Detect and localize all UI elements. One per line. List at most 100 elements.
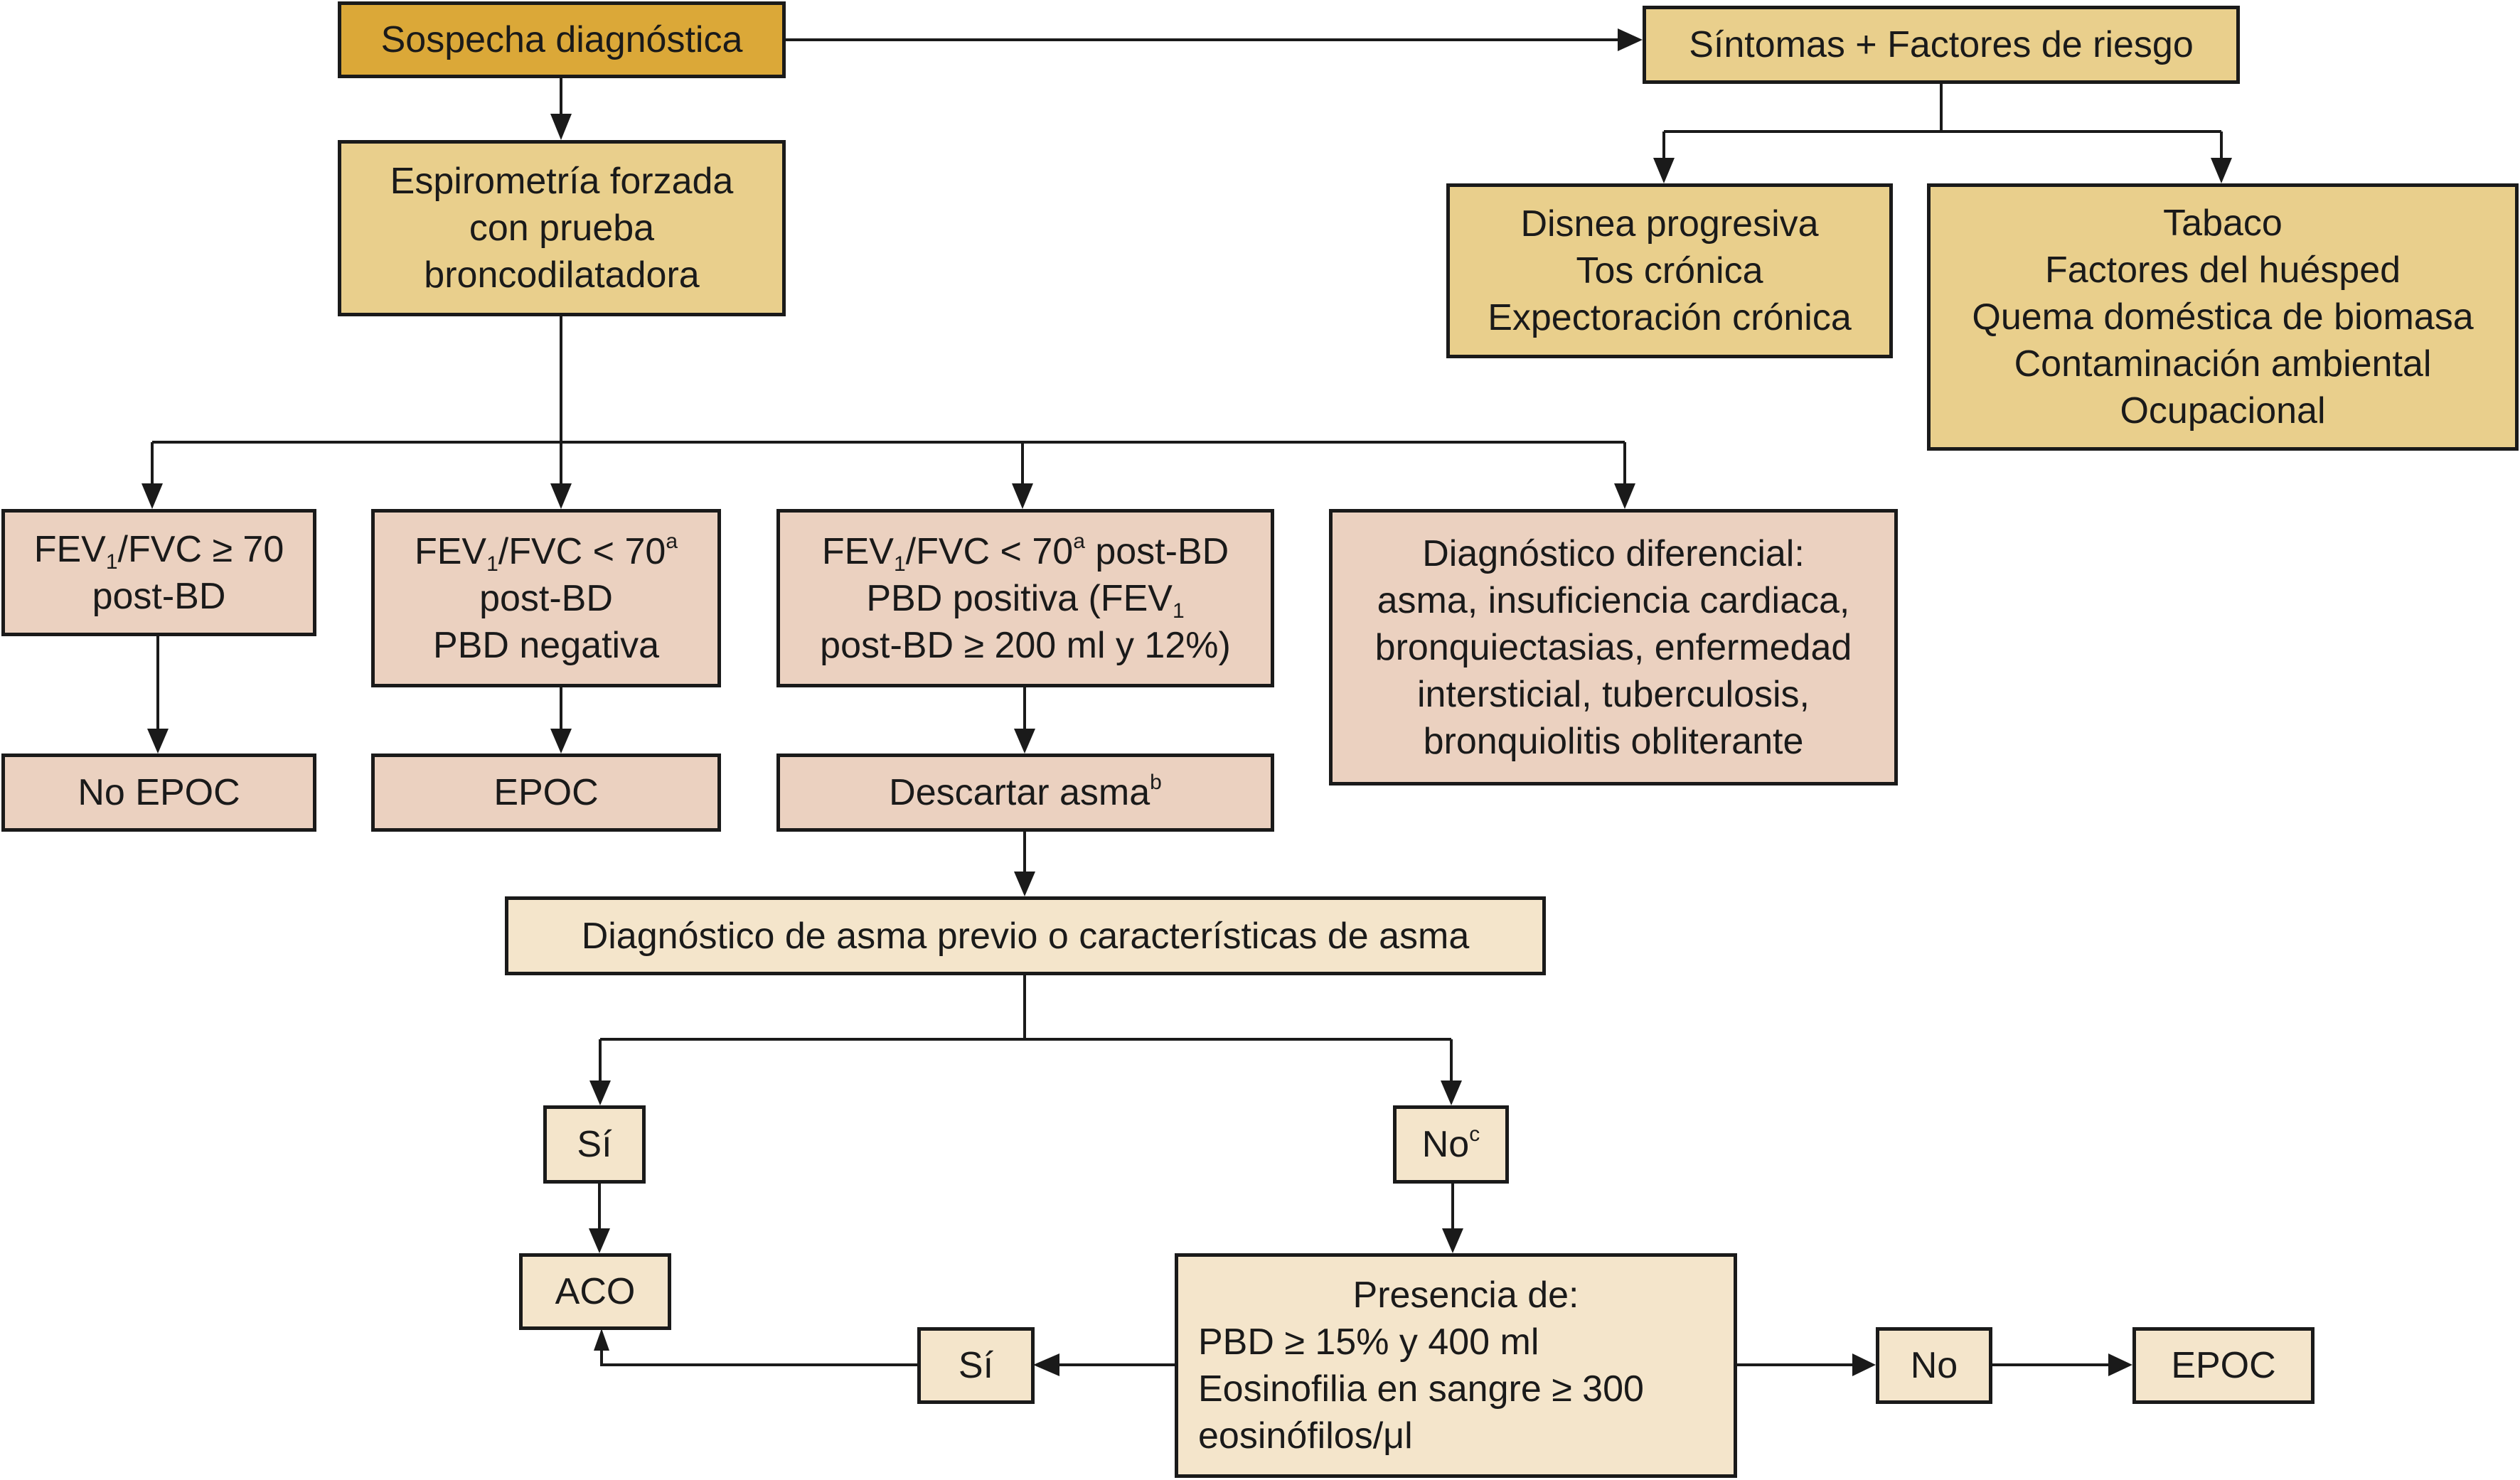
node-text: No: [1421, 1124, 1470, 1165]
node-no: Noc: [1393, 1105, 1509, 1184]
node-si: Sí: [543, 1105, 646, 1184]
node-no-epoc: No EPOC: [1, 754, 316, 832]
node-text: Diagnóstico de asma previo o característ…: [581, 915, 1470, 957]
node-text: Sí: [577, 1124, 612, 1165]
arrowhead-icon: [589, 1080, 611, 1105]
node-text: EPOC: [493, 772, 599, 813]
arrowhead-icon: [550, 483, 572, 509]
arrowhead-icon: [550, 114, 572, 140]
arrowhead-icon: [1442, 1228, 1463, 1253]
node-epoc-2: EPOC: [2132, 1327, 2315, 1404]
arrowhead-icon: [1441, 1080, 1462, 1105]
text-ratio: /FVC ≥ 70: [117, 528, 284, 570]
node-line: FEV1/FVC < 70a post-BD: [822, 528, 1229, 575]
arrowhead-icon: [589, 1228, 610, 1253]
text-fev: FEV: [821, 530, 894, 572]
arrowhead-icon: [1014, 729, 1035, 754]
arrowhead-icon: [1614, 483, 1635, 509]
arrowhead-icon: [550, 729, 572, 754]
node-line: Noc: [1422, 1121, 1480, 1168]
footnote-marker: a: [666, 529, 678, 553]
node-line: bronquiolitis obliterante: [1423, 720, 1804, 762]
footnote-marker: c: [1469, 1122, 1480, 1146]
node-line: broncodilatadora: [424, 254, 700, 296]
node-sintomas-list: Disnea progresiva Tos crónica Expectorac…: [1446, 183, 1893, 358]
node-line: Diagnóstico diferencial:: [1422, 532, 1805, 574]
node-text: Sí: [958, 1345, 994, 1386]
node-line: Disnea progresiva: [1520, 203, 1819, 245]
node-text: No EPOC: [78, 772, 240, 813]
arrowhead-icon: [2108, 1353, 2132, 1376]
arrowhead-icon: [1014, 872, 1035, 896]
arrowhead-icon: [1852, 1353, 1876, 1376]
node-sintomas-factores: Síntomas + Factores de riesgo: [1643, 6, 2240, 84]
node-text: Descartar asma: [889, 772, 1150, 813]
footnote-marker: b: [1150, 771, 1162, 794]
node-descartar-asma: Descartar asmab: [776, 754, 1274, 832]
subscript: 1: [486, 552, 498, 576]
text-pbd: PBD positiva (FEV: [866, 577, 1173, 619]
node-line: post-BD: [479, 577, 613, 619]
arrowhead-icon: [147, 729, 169, 754]
footnote-marker: a: [1073, 529, 1085, 553]
node-line: Contaminación ambiental: [2014, 343, 2432, 385]
node-line: eosinófilos/μl: [1198, 1415, 1413, 1457]
node-no-2: No: [1876, 1327, 1992, 1404]
node-espirometria: Espirometría forzada con prueba broncodi…: [338, 140, 786, 316]
node-fev-lt70-pbd-negativa: FEV1/FVC < 70a post-BD PBD negativa: [371, 509, 721, 687]
node-sospecha-diagnostica: Sospecha diagnóstica: [338, 1, 786, 78]
node-fev-ge70: FEV1/FVC ≥ 70 post-BD: [1, 509, 316, 636]
node-line: Factores del huésped: [2044, 250, 2401, 291]
node-line: PBD positiva (FEV1: [866, 575, 1184, 622]
node-epoc: EPOC: [371, 754, 721, 832]
node-title: Presencia de:: [1352, 1275, 1579, 1316]
node-si-2: Sí: [917, 1327, 1035, 1404]
arrowhead-icon: [594, 1329, 609, 1351]
subscript: 1: [105, 549, 118, 574]
node-line: PBD ≥ 15% y 400 ml: [1198, 1321, 1539, 1363]
text-fev: FEV: [33, 528, 106, 570]
node-line: Espirometría forzada: [390, 161, 734, 202]
node-line: post-BD ≥ 200 ml y 12%): [820, 624, 1231, 666]
node-text: No: [1910, 1345, 1958, 1386]
node-line: PBD negativa: [433, 624, 659, 666]
arrowhead-icon: [1033, 1353, 1059, 1376]
arrowhead-icon: [142, 483, 163, 509]
node-text: ACO: [555, 1271, 636, 1312]
node-line: Quema doméstica de biomasa: [1972, 296, 2474, 338]
node-line: Tos crónica: [1576, 250, 1763, 291]
node-line: Tabaco: [2163, 203, 2283, 244]
node-diagnostico-diferencial: Diagnóstico diferencial: asma, insuficie…: [1329, 509, 1898, 785]
node-fev-lt70-pbd-positiva: FEV1/FVC < 70a post-BD PBD positiva (FEV…: [776, 509, 1274, 687]
node-line: bronquiectasias, enfermedad: [1374, 626, 1852, 668]
node-line: post-BD: [92, 575, 226, 617]
node-diagnostico-asma-previo: Diagnóstico de asma previo o característ…: [505, 896, 1546, 975]
node-line: FEV1/FVC < 70a: [415, 528, 678, 575]
node-line: con prueba: [469, 208, 655, 249]
node-line: FEV1/FVC ≥ 70: [34, 526, 284, 573]
node-line: asma, insuficiencia cardiaca,: [1377, 579, 1850, 621]
node-aco: ACO: [519, 1253, 671, 1330]
node-line: intersticial, tuberculosis,: [1417, 673, 1810, 715]
text-fev: FEV: [414, 530, 487, 572]
node-text: EPOC: [2171, 1345, 2276, 1386]
arrowhead-icon: [1618, 28, 1643, 51]
node-text: Sospecha diagnóstica: [380, 19, 743, 60]
text-ratio: /FVC < 70: [498, 530, 666, 572]
text-post-bd: post-BD: [1084, 530, 1229, 572]
node-line: Expectoración crónica: [1488, 297, 1852, 338]
text-ratio: /FVC < 70: [905, 530, 1074, 572]
node-line: Ocupacional: [2120, 390, 2326, 431]
node-factores-riesgo-list: Tabaco Factores del huésped Quema domést…: [1927, 183, 2519, 451]
subscript: 1: [1172, 599, 1185, 623]
subscript: 1: [893, 552, 906, 576]
node-line: Descartar asmab: [889, 769, 1162, 816]
arrowhead-icon: [1653, 158, 1675, 183]
arrowhead-icon: [2211, 158, 2232, 183]
arrowhead-icon: [1012, 483, 1033, 509]
node-line: Eosinofilia en sangre ≥ 300: [1198, 1368, 1644, 1410]
edge-si-2-aco: [600, 1351, 917, 1366]
node-presencia-de: Presencia de: PBD ≥ 15% y 400 ml Eosinof…: [1175, 1253, 1737, 1478]
node-text: Síntomas + Factores de riesgo: [1689, 24, 2194, 65]
